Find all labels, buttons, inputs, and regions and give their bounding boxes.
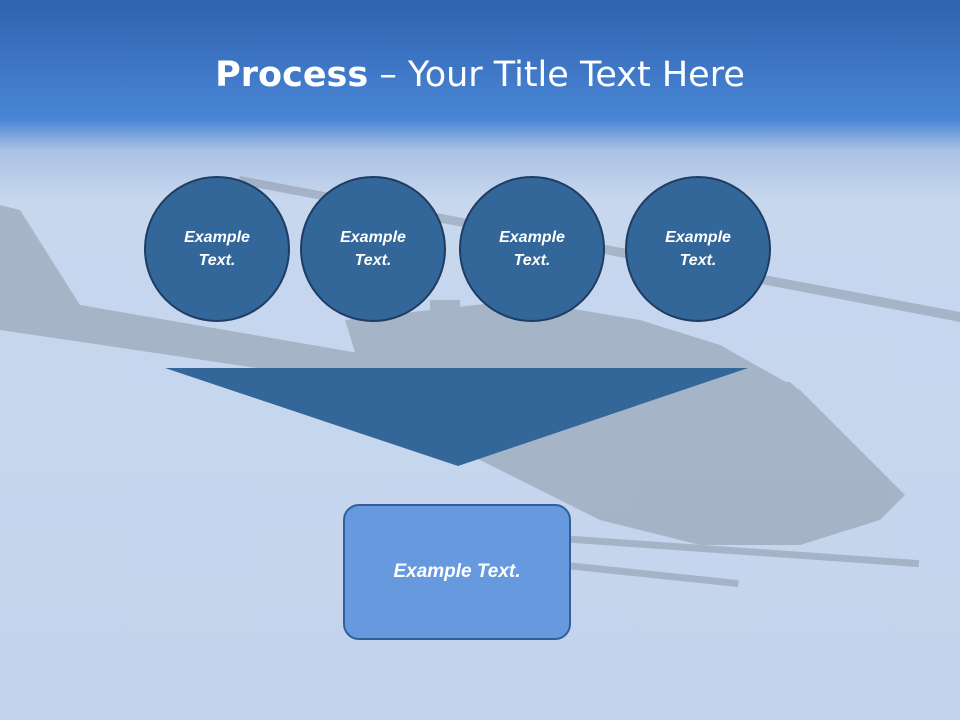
result-box: Example Text. — [343, 504, 571, 640]
slide-title: Process – Your Title Text Here — [0, 52, 960, 98]
circle-label-line1: Example — [184, 229, 250, 246]
funnel-triangle — [165, 368, 748, 466]
title-bold: Process — [215, 55, 369, 95]
circle-label-line2: Text. — [354, 252, 392, 269]
circle-label-line1: Example — [499, 229, 565, 246]
circle-label-line1: Example — [665, 229, 731, 246]
circle-label-line2: Text. — [679, 252, 717, 269]
circle-label-line2: Text. — [513, 252, 551, 269]
circle-label-line1: Example — [340, 229, 406, 246]
title-rest: – Your Title Text Here — [368, 55, 745, 95]
result-text: Example Text. — [393, 561, 521, 582]
circle-label-line2: Text. — [198, 252, 236, 269]
